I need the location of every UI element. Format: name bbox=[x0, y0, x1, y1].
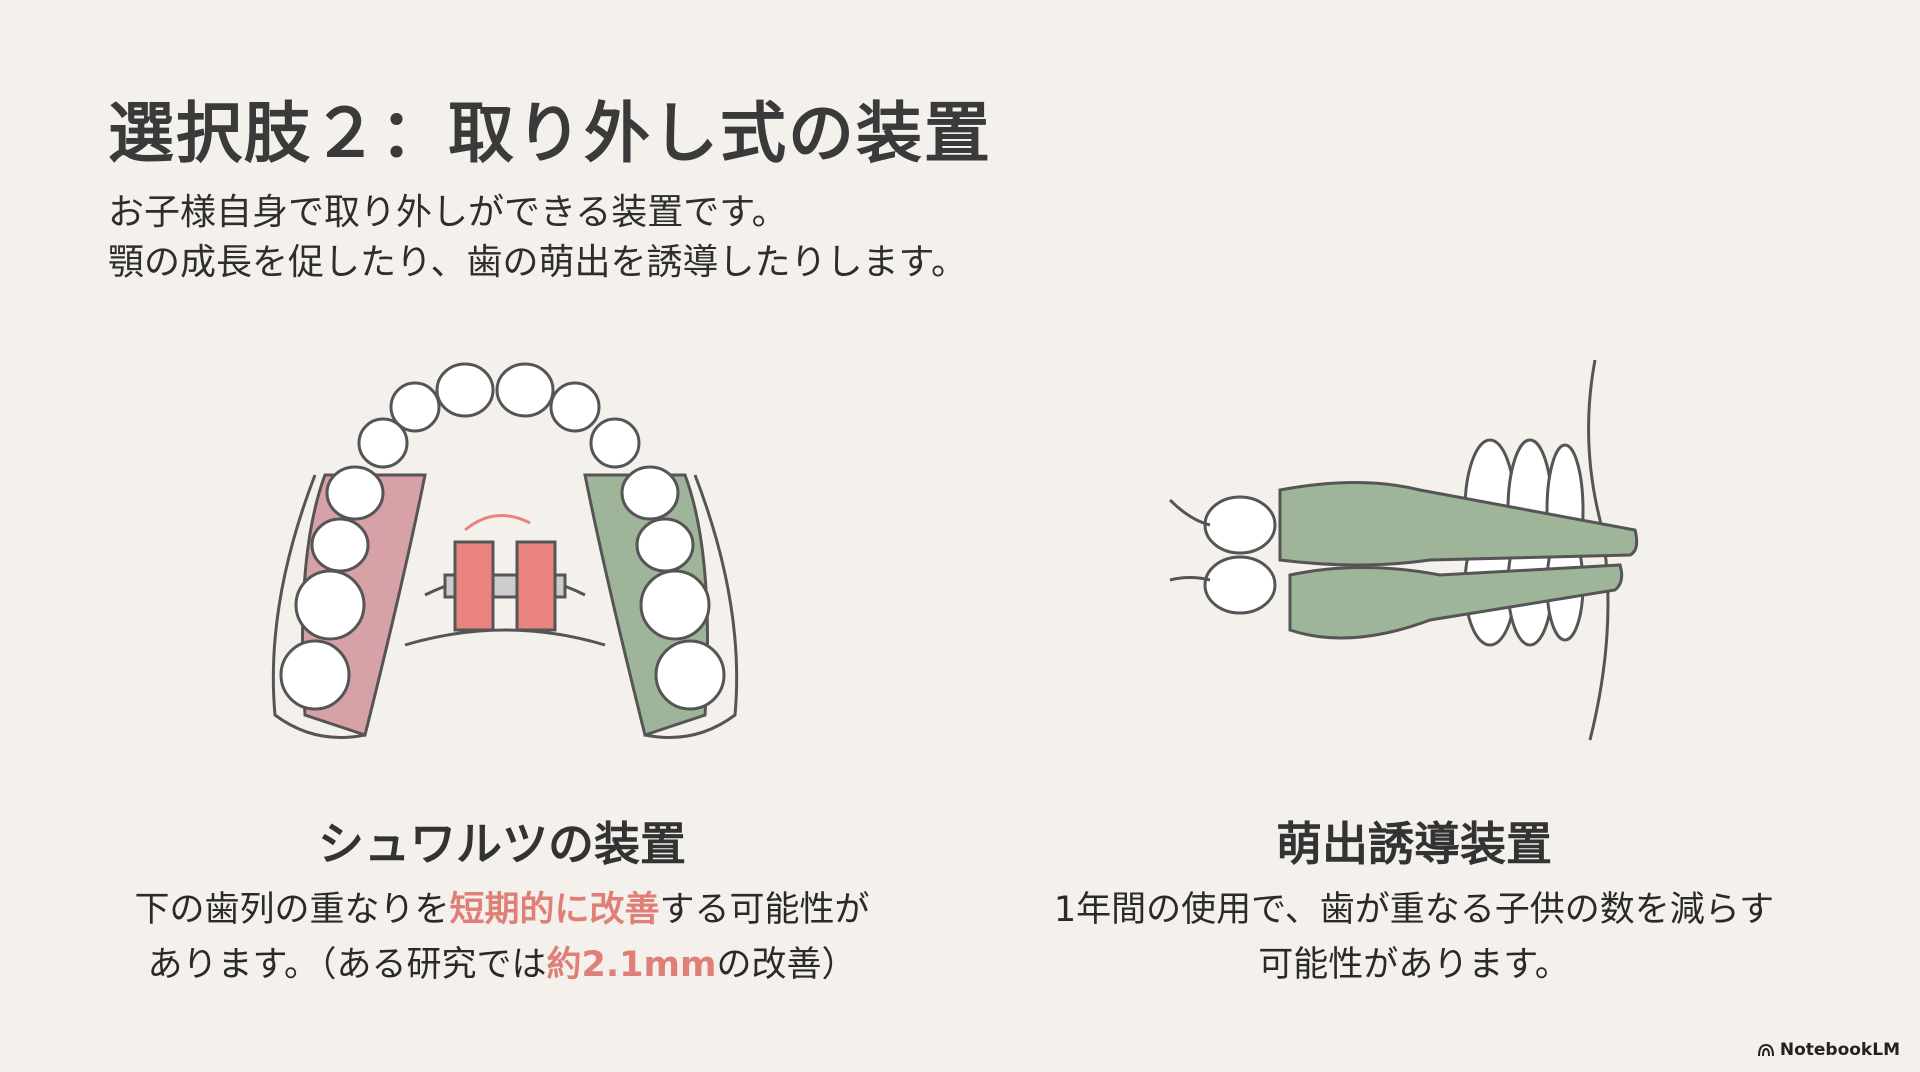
highlight-text: 短期的に改善 bbox=[449, 890, 660, 930]
notebooklm-icon bbox=[1757, 1043, 1774, 1057]
page-title: 選択肢２：取り外し式の装置 bbox=[108, 95, 992, 172]
card-heading-eruption: 萌出誘導装置 bbox=[1276, 817, 1552, 871]
body-text: 下の歯列の重なりを bbox=[134, 890, 450, 930]
body-text: の改善） bbox=[716, 945, 857, 985]
eruption-guidance-illustration bbox=[1168, 360, 1639, 741]
body-text: する可能性が bbox=[659, 890, 870, 930]
body-text: あります。（ある研究では bbox=[147, 945, 547, 985]
card-body-eruption: 1年間の使用で、歯が重なる子供の数を減らす 可能性があります。 bbox=[1004, 883, 1824, 993]
card-heading-schwarz: シュワルツの装置 bbox=[318, 817, 686, 871]
body-text: 可能性があります。 bbox=[1258, 945, 1570, 985]
card-body-schwarz: 下の歯列の重なりを短期的に改善する可能性が あります。（ある研究では約2.1mm… bbox=[92, 883, 912, 993]
schwarz-appliance-illustration bbox=[271, 362, 739, 739]
subtitle-line: お子様自身で取り外しができる装置です。 bbox=[108, 192, 788, 233]
notebooklm-logo: NotebookLM bbox=[1757, 1040, 1900, 1060]
subtitle: お子様自身で取り外しができる装置です。 顎の成長を促したり、歯の萌出を誘導したり… bbox=[108, 188, 967, 288]
highlight-text: 約2.1mm bbox=[546, 945, 717, 985]
subtitle-line: 顎の成長を促したり、歯の萌出を誘導したりします。 bbox=[108, 242, 967, 283]
body-text: 1年間の使用で、歯が重なる子供の数を減らす bbox=[1053, 890, 1775, 930]
brand-label: NotebookLM bbox=[1779, 1040, 1900, 1060]
